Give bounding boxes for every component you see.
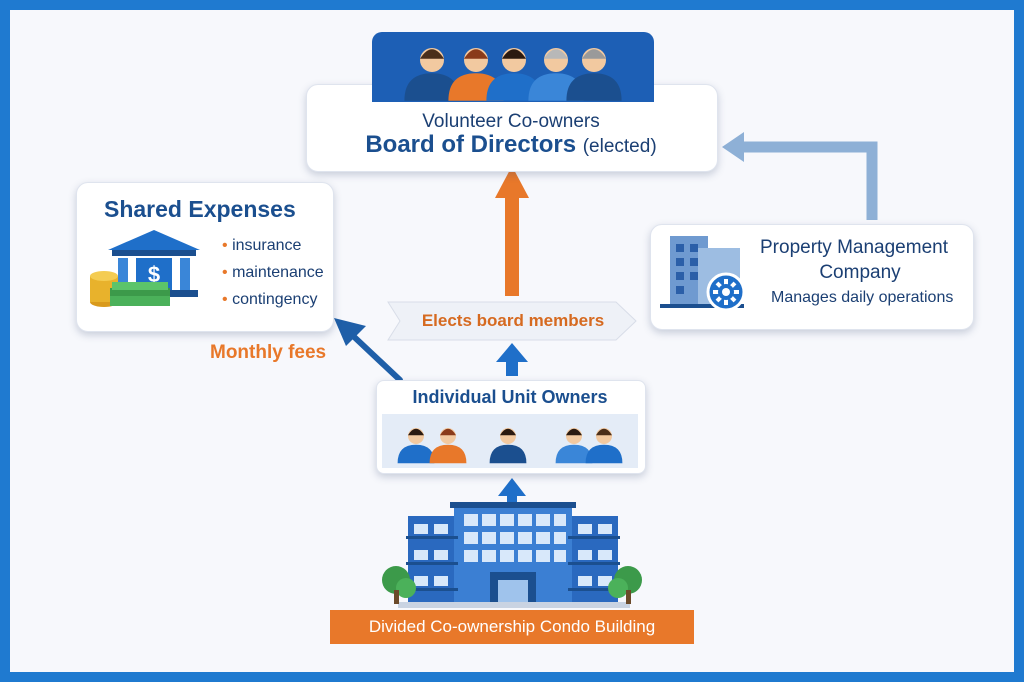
condo-building-icon: [398, 502, 630, 608]
monthly-fees-arrow: [334, 318, 403, 383]
management-subtitle: Manages daily operations: [771, 289, 954, 306]
board-elected-note: (elected): [582, 136, 657, 157]
building-label: Divided Co-ownership Condo Building: [368, 617, 656, 636]
tree-icon: [608, 566, 642, 604]
person-figure: [486, 48, 542, 101]
person-figure: [585, 428, 623, 464]
people-group-icon: [404, 48, 622, 101]
person-figure: [429, 428, 467, 464]
management-title-2: Company: [819, 262, 901, 283]
monthly-fees-label: Monthly fees: [210, 342, 327, 363]
expense-item: • insurance: [222, 237, 302, 254]
person-figure: [555, 428, 593, 464]
tree-icon: [382, 566, 416, 604]
person-figure: [566, 48, 622, 101]
gear-icon: [706, 272, 746, 312]
owners-people-icon: [382, 414, 638, 468]
expenses-card: [76, 182, 334, 332]
expenses-title: Shared Expenses: [104, 196, 296, 222]
elects-label: Elects board members: [421, 311, 605, 330]
elect-arrow: [495, 166, 529, 296]
person-figure: [489, 428, 527, 464]
board-line2-main: Board of Directors: [365, 131, 577, 158]
expense-item: • contingency: [222, 291, 318, 308]
management-title-1: Property Management: [760, 237, 948, 258]
person-figure: [404, 48, 460, 101]
owners-title: Individual Unit Owners: [412, 387, 608, 407]
building-label-box: [330, 610, 694, 644]
expenses-list: • insurance • maintenance • contingency: [222, 232, 324, 313]
person-figure: [397, 428, 435, 464]
money-stack-icon: [90, 271, 170, 307]
owners-up-arrow: [496, 343, 528, 376]
board-line1: Volunteer Co-owners: [422, 111, 600, 132]
expense-item: • maintenance: [222, 264, 324, 281]
board-line2: Board of Directors (elected): [306, 131, 716, 159]
svg-text:$: $: [148, 262, 160, 287]
management-report-arrow: [722, 132, 878, 220]
elects-banner-shape: [387, 301, 637, 341]
